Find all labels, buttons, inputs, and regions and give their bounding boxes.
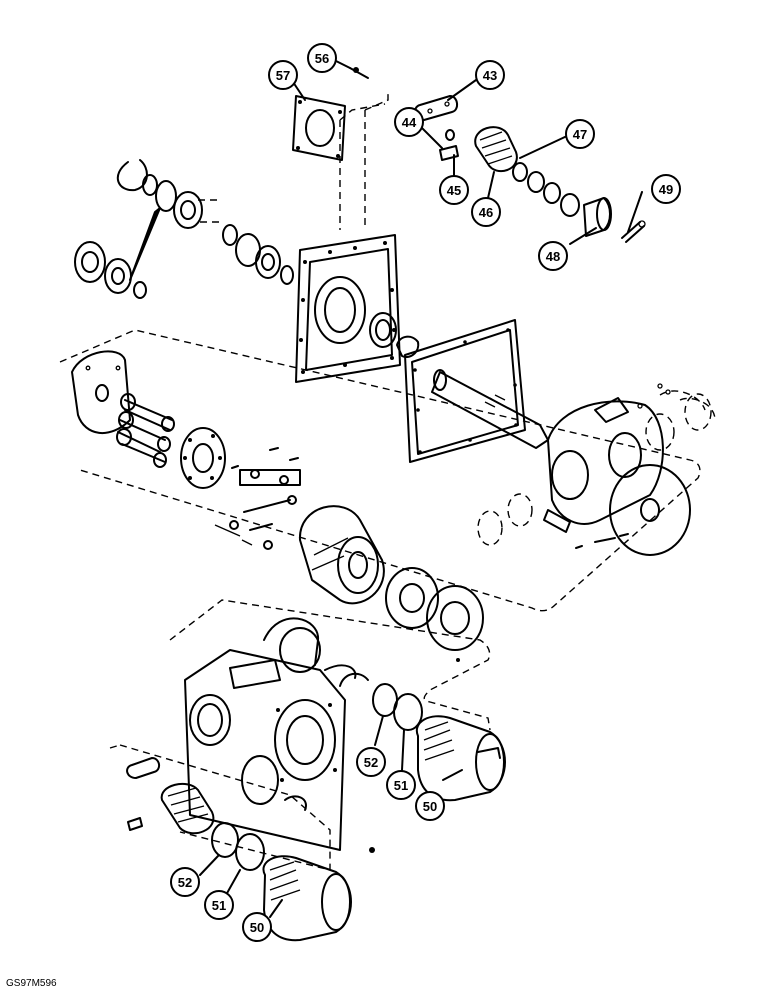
- callout-47: 47: [565, 119, 595, 149]
- o-ring-51-right: [393, 693, 423, 731]
- svg-text:48: 48: [546, 249, 560, 264]
- svg-text:43: 43: [483, 68, 497, 83]
- lever-assembly-lower: [126, 757, 215, 835]
- piston-set: [116, 393, 175, 468]
- svg-text:50: 50: [250, 920, 264, 935]
- svg-text:49: 49: [659, 182, 673, 197]
- figure-code: GS97M596: [6, 978, 57, 989]
- valve-plate: [71, 350, 131, 435]
- callout-50-left: 50: [242, 912, 272, 942]
- cylinder-block: [298, 505, 385, 605]
- callout-52-right: 52: [356, 747, 386, 777]
- svg-text:45: 45: [447, 183, 461, 198]
- snap-ring-upper-left: [116, 159, 148, 192]
- callout-56: 56: [307, 43, 337, 73]
- callout-44: 44: [394, 107, 424, 137]
- svg-text:51: 51: [394, 778, 408, 793]
- end-cover-50-left: [262, 855, 352, 942]
- end-cover-50-right: [415, 715, 506, 802]
- lever-assembly-upper: [414, 95, 646, 243]
- svg-text:57: 57: [276, 68, 290, 83]
- callout-46: 46: [471, 197, 501, 227]
- leader-lines: [199, 59, 643, 918]
- o-ring-51-left: [235, 833, 265, 871]
- center-group-outline: [59, 329, 701, 612]
- upper-housing-flange: [295, 234, 401, 383]
- seal-ring: [369, 312, 420, 358]
- svg-text:46: 46: [479, 205, 493, 220]
- svg-text:56: 56: [315, 51, 329, 66]
- bearing-stack-left: [74, 174, 294, 299]
- gasket-right: [404, 319, 526, 463]
- svg-text:44: 44: [402, 115, 417, 130]
- callout-51-left: 51: [204, 890, 234, 920]
- callout-52-left: 52: [170, 867, 200, 897]
- callout-43: 43: [475, 60, 505, 90]
- screw-56: [349, 67, 369, 79]
- bearing-right-group: [477, 393, 712, 546]
- o-ring-52-left: [211, 822, 239, 858]
- callout-57: 57: [268, 60, 298, 90]
- callout-50-right: 50: [415, 791, 445, 821]
- snap-ring-middle: [339, 672, 369, 687]
- svg-text:50: 50: [423, 799, 437, 814]
- callout-48: 48: [538, 241, 568, 271]
- svg-text:52: 52: [178, 875, 192, 890]
- input-shaft: [431, 369, 549, 449]
- retainer-plate: [180, 427, 226, 489]
- svg-text:52: 52: [364, 755, 378, 770]
- callout-45: 45: [439, 175, 469, 205]
- svg-text:47: 47: [573, 127, 587, 142]
- callout-49: 49: [651, 174, 681, 204]
- main-housing: [169, 599, 491, 851]
- swash-housing: [543, 383, 716, 556]
- svg-text:51: 51: [212, 898, 226, 913]
- thrust-bearing-plate: [385, 567, 484, 662]
- control-linkage: [214, 447, 301, 550]
- callout-51-right: 51: [386, 770, 416, 800]
- gasket-57: [292, 95, 346, 161]
- housing-side-plate: [109, 744, 375, 871]
- upper-housing-column: [339, 90, 389, 230]
